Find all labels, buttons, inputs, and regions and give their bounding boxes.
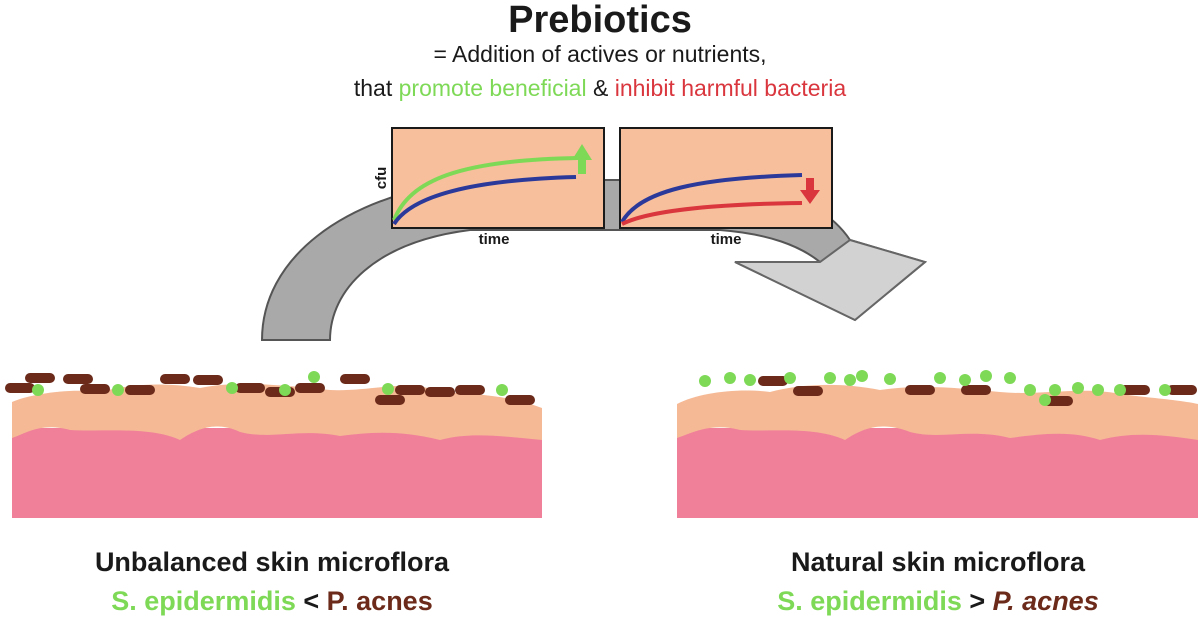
p-acnes-bacterium	[125, 385, 155, 395]
p-acnes-bacterium	[505, 395, 535, 405]
s-epidermidis-bacterium	[934, 372, 946, 384]
s-epidermidis-bacterium	[1114, 384, 1126, 396]
reference-growth-curve	[392, 175, 577, 226]
s-epidermidis-bacterium	[308, 371, 320, 383]
left-bacteria-layer	[5, 371, 535, 405]
unbalanced-panel-title: Unbalanced skin microflora	[95, 547, 450, 577]
diagram-title: Prebiotics	[508, 0, 692, 41]
epidermis-layer-left	[12, 384, 542, 440]
p-acnes-bacterium	[1167, 385, 1197, 395]
unbalanced-panel-ratio: S. epidermidis < P. acnes	[111, 586, 432, 616]
s-epidermidis-bacterium	[1072, 382, 1084, 394]
p-acnes-bacterium	[905, 385, 935, 395]
s-epidermidis-bacterium	[744, 374, 756, 386]
harmful-growth-curve	[621, 201, 803, 226]
p-acnes-bacterium	[295, 383, 325, 393]
p-acnes-bacterium	[961, 385, 991, 395]
natural-panel-ratio: S. epidermidis > P. acnes	[777, 586, 1098, 616]
s-epidermidis-bacterium	[856, 370, 868, 382]
p-acnes-bacterium	[425, 387, 455, 397]
p-acnes-bacterium	[193, 375, 223, 385]
p-acnes-bacterium	[160, 374, 190, 384]
p-acnes-bacterium	[375, 395, 405, 405]
s-epidermidis-bacterium	[382, 383, 394, 395]
s-epidermidis-bacterium	[226, 382, 238, 394]
s-epidermidis-bacterium	[1004, 372, 1016, 384]
p-acnes-bacterium	[63, 374, 93, 384]
arrow-head-highlight	[734, 238, 928, 322]
s-epidermidis-bacterium	[1039, 394, 1051, 406]
s-epidermidis-bacterium	[980, 370, 992, 382]
promote-beneficial-text: promote beneficial	[399, 75, 587, 101]
inhibition-graph: time	[619, 127, 833, 248]
p-acnes-label-right: P. acnes	[993, 586, 1099, 616]
s-epidermidis-bacterium	[1024, 384, 1036, 396]
right-bacteria-layer	[699, 370, 1197, 406]
promotion-graph: cfu time	[373, 127, 605, 248]
s-epidermidis-bacterium	[884, 373, 896, 385]
s-epidermidis-bacterium	[724, 372, 736, 384]
definition-line-2: that promote beneficial & inhibit harmfu…	[354, 75, 846, 101]
p-acnes-bacterium	[25, 373, 55, 383]
relation-less-than: <	[296, 586, 327, 616]
decrease-arrow-icon	[800, 178, 820, 204]
dermis-layer-right	[677, 428, 1198, 518]
s-epidermidis-label-left: S. epidermidis	[111, 586, 296, 616]
s-epidermidis-bacterium	[824, 372, 836, 384]
cfu-axis-label: cfu	[373, 167, 390, 190]
s-epidermidis-bacterium	[32, 384, 44, 396]
s-epidermidis-bacterium	[699, 375, 711, 387]
dermis-layer-left	[12, 428, 542, 518]
s-epidermidis-bacterium	[496, 384, 508, 396]
promotion-time-label: time	[479, 231, 510, 248]
s-epidermidis-bacterium	[784, 372, 796, 384]
p-acnes-bacterium	[5, 383, 35, 393]
definition-line-1: = Addition of actives or nutrients,	[433, 41, 766, 67]
p-acnes-bacterium	[80, 384, 110, 394]
s-epidermidis-bacterium	[959, 374, 971, 386]
p-acnes-bacterium	[235, 383, 265, 393]
p-acnes-label-left: P. acnes	[327, 586, 433, 616]
s-epidermidis-bacterium	[1049, 384, 1061, 396]
s-epidermidis-bacterium	[112, 384, 124, 396]
natural-panel-title: Natural skin microflora	[791, 547, 1086, 577]
s-epidermidis-bacterium	[279, 384, 291, 396]
s-epidermidis-bacterium	[844, 374, 856, 386]
beneficial-growth-curve	[392, 156, 579, 221]
inhibition-time-label: time	[711, 231, 742, 248]
p-acnes-bacterium	[395, 385, 425, 395]
relation-greater-than: >	[962, 586, 993, 616]
p-acnes-bacterium	[793, 386, 823, 396]
p-acnes-bacterium	[455, 385, 485, 395]
unbalanced-skin-section	[12, 384, 542, 518]
increase-arrow-icon	[572, 144, 592, 174]
s-epidermidis-bacterium	[1092, 384, 1104, 396]
inhibit-harmful-text: inhibit harmful bacteria	[615, 75, 847, 101]
s-epidermidis-label-right: S. epidermidis	[777, 586, 962, 616]
s-epidermidis-bacterium	[1159, 384, 1171, 396]
reference-growth-curve-right	[620, 173, 803, 224]
p-acnes-bacterium	[1120, 385, 1150, 395]
definition-prefix: that	[354, 75, 399, 101]
natural-skin-section	[677, 384, 1198, 518]
ampersand-text: &	[587, 75, 615, 101]
p-acnes-bacterium	[758, 376, 788, 386]
p-acnes-bacterium	[340, 374, 370, 384]
